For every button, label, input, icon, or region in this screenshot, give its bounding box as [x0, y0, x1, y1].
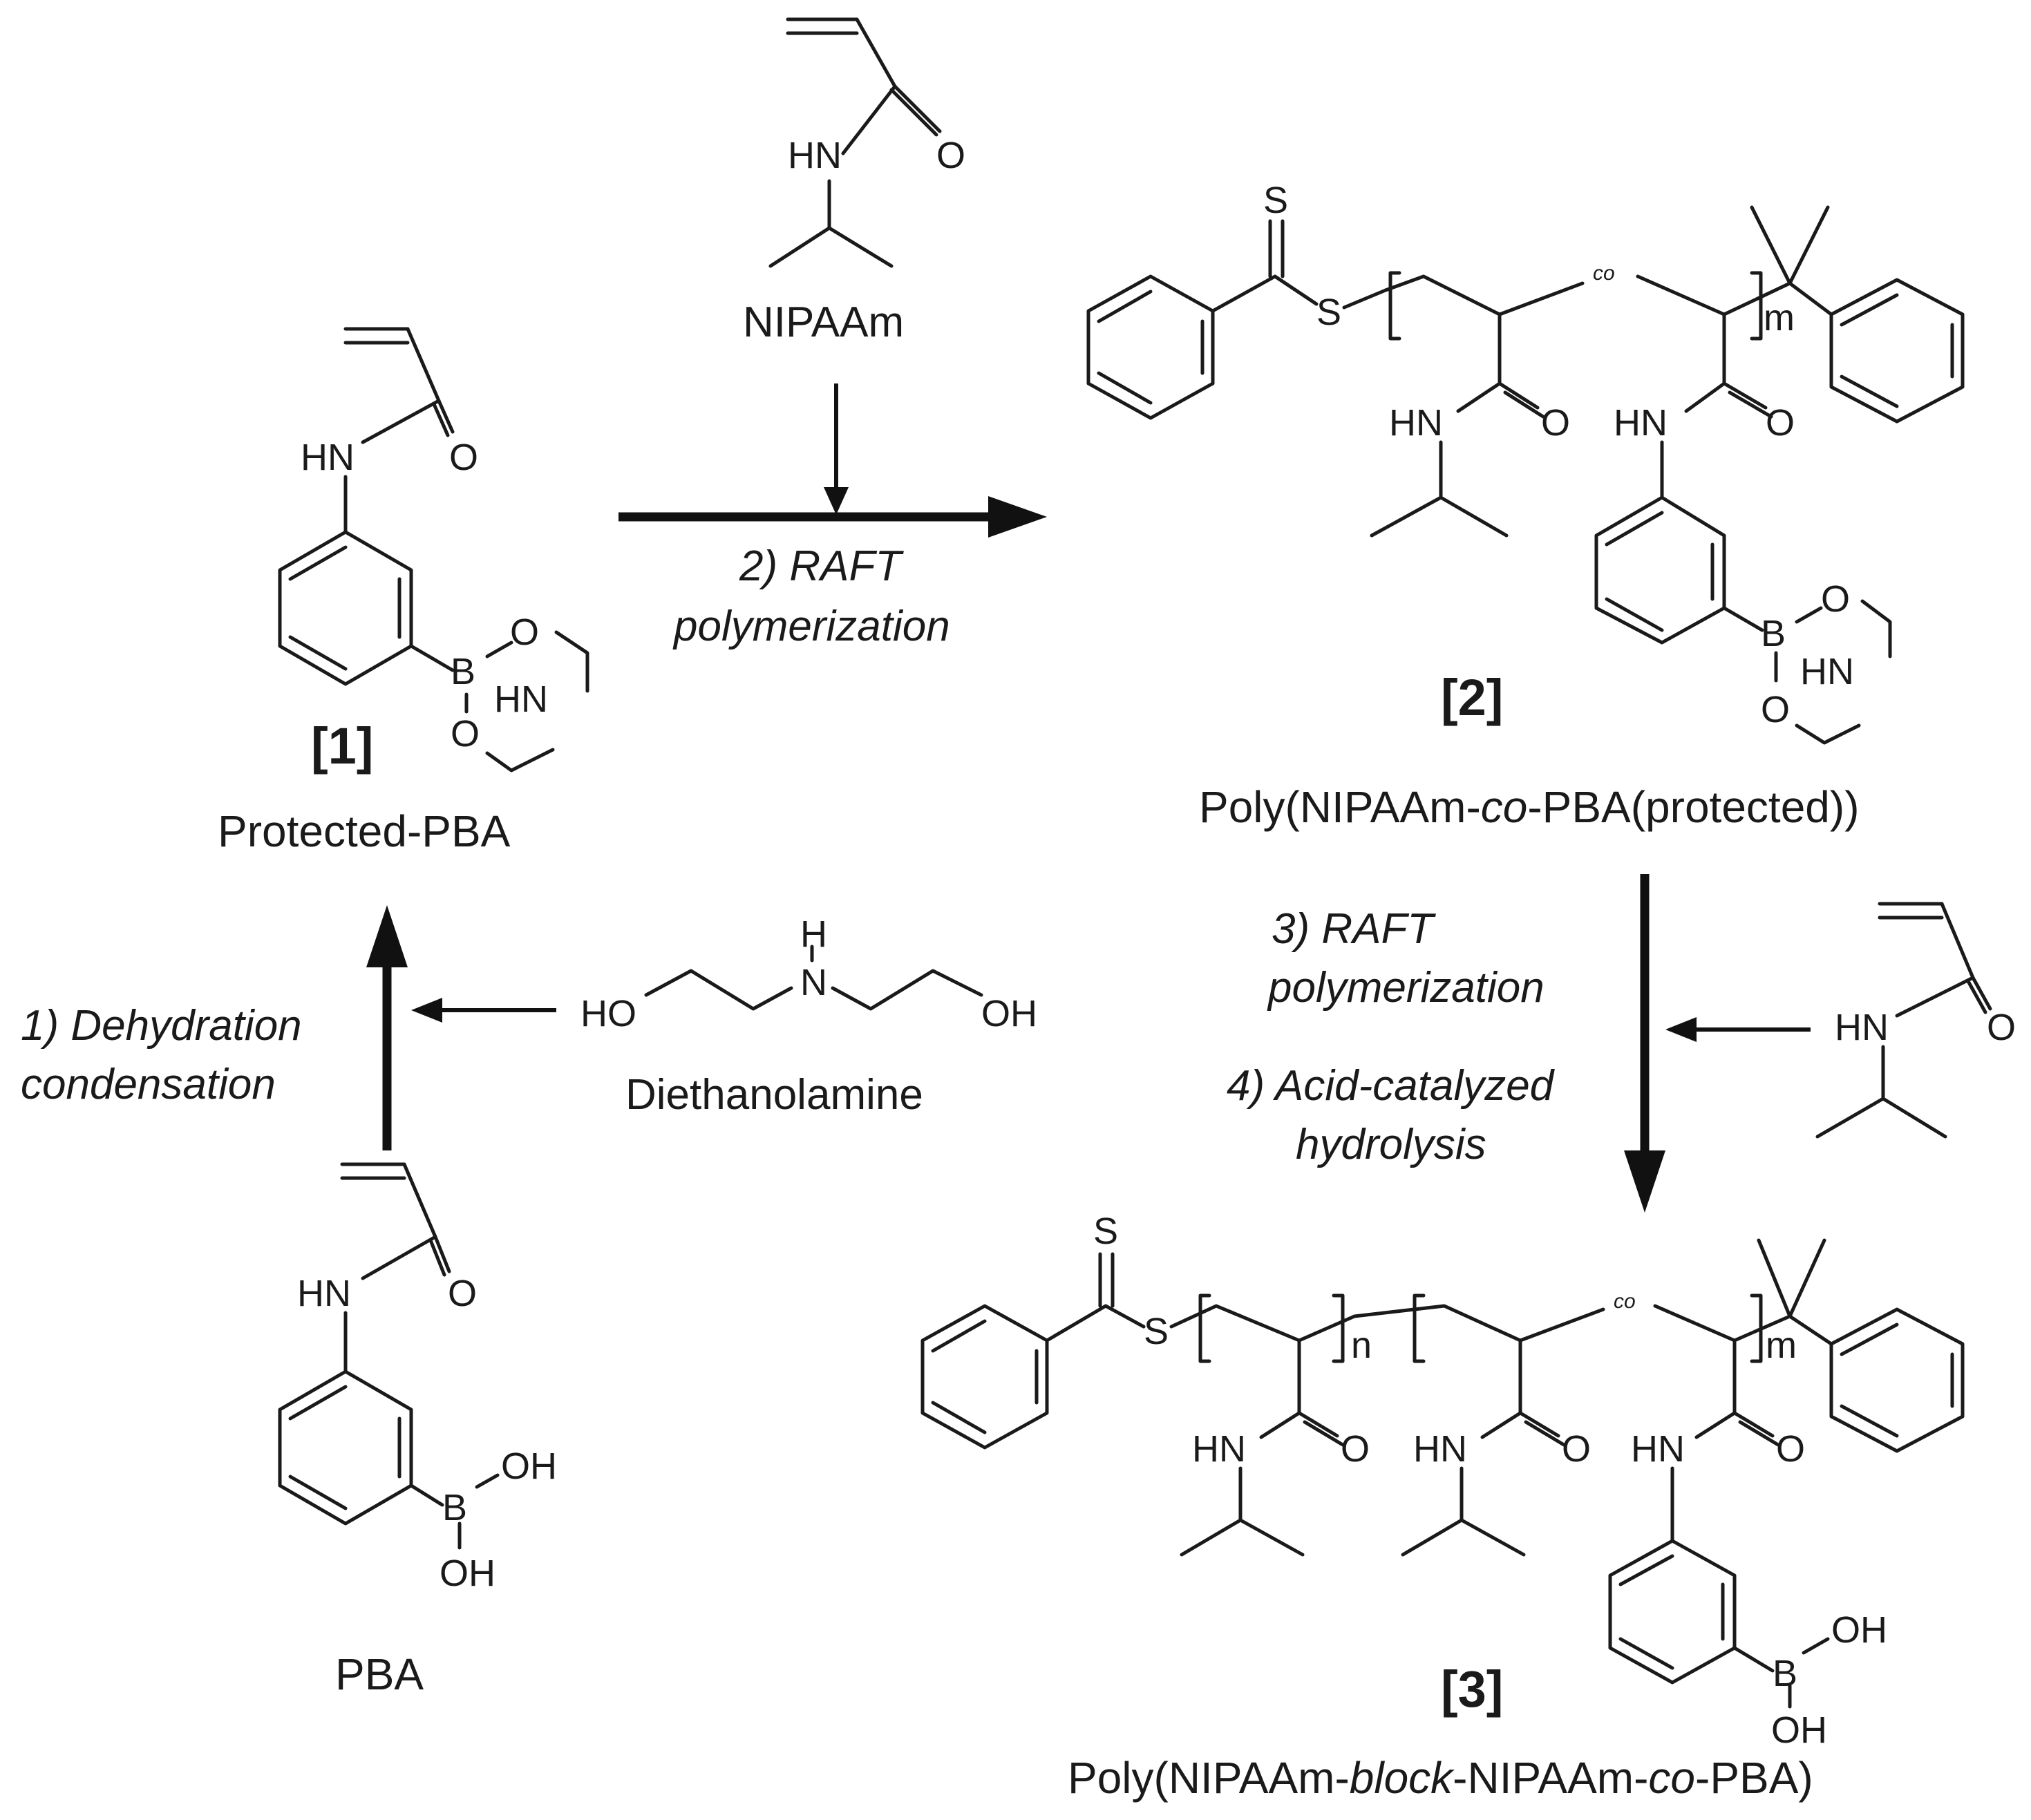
protected-pba-structure: B O O HN HN O	[278, 327, 589, 772]
compound1-number: [1]	[311, 717, 373, 775]
step2-line1: 2) RAFT	[739, 542, 904, 590]
pba-structure: B OH OH HN O	[278, 1162, 557, 1594]
nipaam-label: NIPAAm	[743, 298, 904, 346]
m-label: m	[1766, 1325, 1797, 1366]
o-label: O	[1766, 402, 1795, 444]
step4-line2: hydrolysis	[1296, 1121, 1486, 1168]
o-label: O	[1341, 1428, 1370, 1470]
oh-label: OH	[981, 993, 1037, 1034]
diethanolamine-label: Diethanolamine	[625, 1071, 923, 1119]
compound1-name: Protected-PBA	[218, 806, 511, 856]
step2-line2: polymerization	[672, 603, 950, 650]
n-label: N	[800, 962, 827, 1003]
hn-label: HN	[1800, 651, 1854, 692]
hn-label: HN	[788, 135, 842, 176]
boron-label: B	[442, 1487, 467, 1528]
oh-label: OH	[440, 1553, 495, 1594]
o-label: O	[510, 612, 539, 653]
thione-s-label: S	[1093, 1211, 1118, 1252]
hn-label: HN	[301, 437, 355, 478]
thione-s-label: S	[1263, 180, 1288, 221]
nipaam-structure: HN O	[768, 17, 965, 268]
ho-label: HO	[580, 993, 636, 1034]
compound3-name: Poly(NIPAAm-block-NIPAAm-co-PBA)	[1068, 1753, 1813, 1803]
compound2-structure: S S co m HN O	[1086, 180, 1965, 745]
step3-line1: 3) RAFT	[1272, 905, 1436, 953]
diethanolamine-structure: HO H N OH	[580, 913, 1037, 1034]
pba-label: PBA	[335, 1649, 424, 1699]
hn-label: HN	[1192, 1428, 1246, 1470]
hn-label: HN	[494, 679, 548, 720]
hn-label: HN	[1631, 1428, 1685, 1470]
s-label: S	[1316, 292, 1341, 333]
hn-label: HN	[1413, 1428, 1467, 1470]
oh-label: OH	[1771, 1709, 1827, 1751]
s-label: S	[1144, 1311, 1169, 1352]
o-label: O	[1562, 1428, 1591, 1470]
co-label: co	[1614, 1290, 1636, 1313]
boron-label: B	[451, 651, 475, 692]
step1-line1: 1) Dehydration	[21, 1002, 302, 1050]
o-label: O	[1821, 578, 1850, 620]
n-subscript: n	[1351, 1325, 1372, 1366]
compound2-number: [2]	[1441, 669, 1503, 726]
m-label: m	[1764, 297, 1795, 339]
hn-label: HN	[297, 1273, 351, 1314]
step1-line2: condensation	[21, 1061, 276, 1108]
compound2-name: Poly(NIPAAm-co-PBA(protected))	[1199, 782, 1860, 832]
compound3-structure: S S n co m HN O H	[920, 1211, 1965, 1751]
hn-label: HN	[1389, 402, 1443, 444]
hn-label: HN	[1835, 1007, 1889, 1048]
o-label: O	[448, 1273, 477, 1314]
compound3-number: [3]	[1441, 1660, 1503, 1718]
o-label: O	[1987, 1007, 2016, 1048]
oh-label: OH	[501, 1445, 557, 1487]
o-label: O	[1541, 402, 1570, 444]
boron-label: B	[1761, 613, 1786, 654]
step4-line1: 4) Acid-catalyzed	[1227, 1062, 1556, 1110]
carbonyl-o-label: O	[936, 135, 965, 176]
o-label: O	[1761, 689, 1790, 730]
h-label: H	[800, 913, 827, 955]
nipaam2-structure: HN O	[1815, 902, 2016, 1139]
co-label: co	[1593, 262, 1615, 285]
oh-label: OH	[1831, 1609, 1887, 1651]
o-label: O	[1776, 1428, 1805, 1470]
o-label: O	[449, 437, 478, 478]
hn-label: HN	[1614, 402, 1668, 444]
step3-line2: polymerization	[1267, 964, 1544, 1012]
boron-label: B	[1773, 1653, 1797, 1694]
o-label: O	[451, 713, 480, 755]
